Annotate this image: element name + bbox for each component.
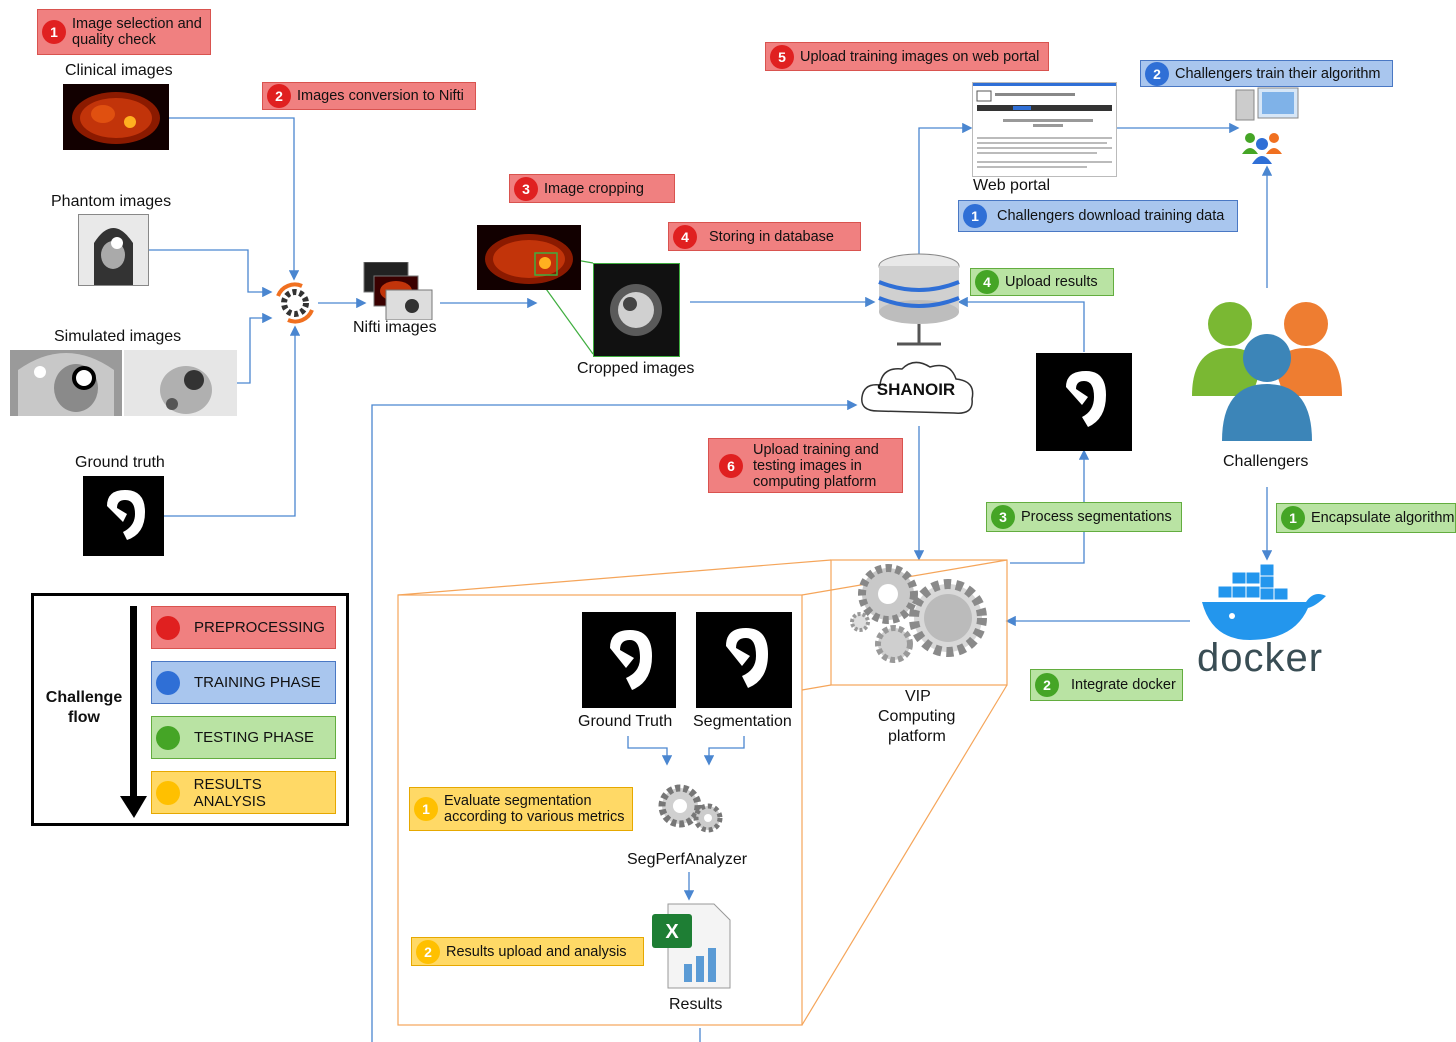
ground-truth-label: Ground truth <box>75 454 165 471</box>
tag-image-cropping: 3 Image cropping <box>509 174 675 203</box>
simulated-images-label: Simulated images <box>54 328 182 345</box>
tag-integrate-docker: 2 Integrate docker <box>1030 669 1183 701</box>
step-number: 2 <box>267 84 291 108</box>
docker-wordmark: docker <box>1197 636 1324 680</box>
tag-results-upload: 2 Results upload and analysis <box>411 937 644 966</box>
step-number: 2 <box>1035 673 1059 697</box>
step-number: 5 <box>770 44 794 69</box>
shanoir-cloud: SHANOIR <box>858 355 978 425</box>
tag-text: Results upload and analysis <box>446 943 627 960</box>
legend-title-line1: Challenge <box>45 689 123 706</box>
legend-dot-yellow <box>156 780 180 805</box>
segperf-gears-icon <box>654 780 726 838</box>
web-portal-label: Web portal <box>973 177 1051 194</box>
legend-dot-green <box>156 725 180 750</box>
legend-item-results: RESULTS ANALYSIS <box>151 771 336 814</box>
tag-text: Upload training and testing images in co… <box>753 441 879 490</box>
converter-icon <box>272 282 318 324</box>
eval-ground-truth-label: Ground Truth <box>578 713 673 730</box>
step-number: 6 <box>719 453 743 478</box>
legend-dot-blue <box>156 670 180 695</box>
legend-label: PREPROCESSING <box>194 619 325 636</box>
step-number: 1 <box>42 20 66 44</box>
tag-text: Image selection and quality check <box>72 16 202 48</box>
legend-flow-arrow <box>120 606 147 818</box>
web-portal-screenshot <box>972 82 1117 177</box>
cropped-images-label: Cropped images <box>577 360 695 377</box>
tag-upload-web-portal: 5 Upload training images on web portal <box>765 42 1049 71</box>
tag-storing-database: 4 Storing in database <box>668 222 861 251</box>
tag-text: Image cropping <box>544 180 644 197</box>
legend-label: TESTING PHASE <box>194 729 315 746</box>
results-label: Results <box>669 996 723 1013</box>
simulated-image-2 <box>124 350 237 416</box>
step-number: 1 <box>963 204 987 228</box>
results-spreadsheet-icon: X <box>650 900 732 990</box>
legend-item-training: TRAINING PHASE <box>151 661 336 704</box>
database-icon <box>877 252 961 354</box>
tag-text: Process segmentations <box>1021 509 1172 525</box>
eval-segmentation-image <box>696 612 792 708</box>
tag-train-algorithm: 2 Challengers train their algorithm <box>1140 60 1393 87</box>
computer-users-icon <box>1232 86 1302 166</box>
segperf-label: SegPerfAnalyzer <box>627 851 748 868</box>
step-number: 2 <box>1145 61 1169 86</box>
step-number: 1 <box>414 797 438 821</box>
tag-process-segmentations: 3 Process segmentations <box>986 502 1182 532</box>
legend-item-preprocessing: PREPROCESSING <box>151 606 336 649</box>
tag-text: Encapsulate algorithm <box>1311 510 1455 526</box>
tag-text: Upload training images on web portal <box>800 48 1040 65</box>
tag-text: Evaluate segmentation according to vario… <box>444 793 625 825</box>
step-number: 3 <box>991 505 1015 529</box>
docker-whale-icon <box>1198 562 1336 642</box>
clinical-images-label: Clinical images <box>65 62 173 79</box>
vip-label-line3: platform <box>888 728 946 745</box>
vip-label-line1: VIP <box>905 688 931 705</box>
legend-item-testing: TESTING PHASE <box>151 716 336 759</box>
phantom-image <box>78 214 149 286</box>
vip-label-line2: Computing <box>878 708 956 725</box>
shanoir-text: SHANOIR <box>877 380 955 399</box>
tag-text: Challengers download training data <box>997 208 1225 224</box>
challengers-icon <box>1192 296 1342 441</box>
vip-gears-icon <box>848 560 993 670</box>
uncropped-image <box>477 225 581 290</box>
nifti-images-label: Nifti images <box>353 319 437 336</box>
tag-upload-results: 4 Upload results <box>970 268 1114 296</box>
tag-image-selection: 1 Image selection and quality check <box>37 9 211 55</box>
challengers-label: Challengers <box>1223 453 1309 470</box>
nifti-images-stack <box>362 262 434 320</box>
segmentation-output-image <box>1036 353 1132 451</box>
step-number: 3 <box>514 176 538 201</box>
eval-ground-truth-image <box>582 612 676 708</box>
ground-truth-image <box>83 476 164 556</box>
tag-text: Storing in database <box>709 228 834 245</box>
legend-title-line2: flow <box>68 709 100 726</box>
tag-encapsulate-algorithm: 1 Encapsulate algorithm <box>1276 503 1456 533</box>
eval-segmentation-label: Segmentation <box>693 713 792 730</box>
tag-upload-computing: 6 Upload training and testing images in … <box>708 438 903 493</box>
tag-text: Integrate docker <box>1071 677 1176 693</box>
simulated-image-1 <box>10 350 122 416</box>
step-number: 4 <box>975 270 999 294</box>
clinical-image <box>63 84 169 150</box>
step-number: 4 <box>673 224 697 249</box>
tag-nifti-conversion: 2 Images conversion to Nifti <box>262 82 476 110</box>
tag-text: Upload results <box>1005 274 1098 290</box>
tag-evaluate-segmentation: 1 Evaluate segmentation according to var… <box>409 787 633 831</box>
legend-dot-red <box>156 615 180 640</box>
cropped-image <box>593 263 680 357</box>
svg-text:X: X <box>665 921 679 943</box>
legend-label: TRAINING PHASE <box>194 674 321 691</box>
step-number: 1 <box>1281 506 1305 530</box>
challenge-flow-legend: Challenge flow PREPROCESSING TRAINING PH… <box>31 593 349 826</box>
step-number: 2 <box>416 939 440 964</box>
tag-text: Challengers train their algorithm <box>1175 65 1381 82</box>
tag-download-training: 1 Challengers download training data <box>958 200 1238 232</box>
legend-title: Challenge flow <box>40 688 128 728</box>
phantom-images-label: Phantom images <box>51 193 172 210</box>
legend-label: RESULTS ANALYSIS <box>193 775 266 810</box>
tag-text: Images conversion to Nifti <box>297 88 464 104</box>
